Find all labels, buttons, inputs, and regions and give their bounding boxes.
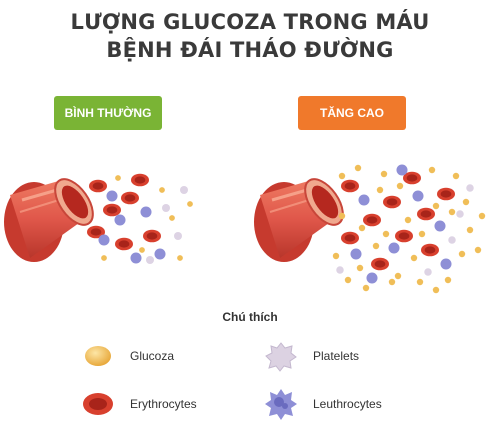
glucose [444, 276, 452, 284]
glucose [478, 212, 486, 220]
leukocyte [114, 214, 126, 226]
platelet [466, 184, 474, 192]
platelet [146, 256, 154, 264]
glucose [458, 250, 466, 258]
erythrocyte-center [374, 260, 386, 268]
glucose [428, 166, 436, 174]
leukocyte [350, 248, 362, 260]
glucose [169, 215, 175, 221]
legend-erythrocytes-label: Erythrocytes [130, 397, 197, 411]
normal-level-badge: BÌNH THƯỜNG [54, 96, 162, 130]
erythrocyte-center [386, 198, 398, 206]
leukocyte [154, 248, 166, 260]
high-level-badge: TĂNG CAO [298, 96, 406, 130]
glucose [338, 172, 346, 180]
erythrocyte-center [124, 194, 136, 202]
leukocyte [388, 242, 400, 254]
leukocyte [358, 194, 370, 206]
leukocyte [98, 234, 110, 246]
leukocyte [434, 220, 446, 232]
erythrocyte-center [366, 216, 378, 224]
glucose [376, 186, 384, 194]
leukocyte [140, 206, 152, 218]
leukocyte [396, 164, 408, 176]
title-line-2: BỆNH ĐÁI THÁO ĐƯỜNG [106, 38, 394, 62]
erythrocyte-center [134, 176, 146, 184]
glucose [410, 254, 418, 262]
title-line-1: LƯỢNG GLUCOZA TRONG MÁU [70, 10, 430, 34]
high-glucose-blood-cells [332, 164, 486, 294]
platelet [336, 266, 344, 274]
glucose [139, 247, 145, 253]
glucose [388, 278, 396, 286]
leukocyte [106, 190, 118, 202]
glucose [187, 201, 193, 207]
legend-platelets-label: Platelets [313, 349, 360, 363]
erythrocyte-center [344, 234, 356, 242]
leukocyte [366, 272, 378, 284]
legend-leukocytes-label: Leuthrocytes [313, 397, 382, 411]
glucose [372, 242, 380, 250]
glucose [432, 286, 440, 294]
normal-vessel [4, 178, 94, 262]
glucose [101, 255, 107, 261]
erythrocyte-center [344, 182, 356, 190]
leukocyte [440, 258, 452, 270]
glucose [177, 255, 183, 261]
platelet [174, 232, 182, 240]
glucose [396, 182, 404, 190]
glucose [344, 276, 352, 284]
blood-vessel-illustrations [4, 164, 486, 294]
page-title: LƯỢNG GLUCOZA TRONG MÁU BỆNH ĐÁI THÁO ĐƯ… [0, 8, 500, 64]
erythrocyte-center [90, 228, 102, 236]
glucose [362, 284, 370, 292]
glucose [354, 164, 362, 172]
high-glucose-vessel [254, 178, 344, 262]
glucose [115, 175, 121, 181]
glucose [404, 216, 412, 224]
normal-blood-cells [87, 173, 193, 264]
glucose [382, 230, 390, 238]
glucose [432, 202, 440, 210]
legend-glucose-label: Glucoza [130, 349, 175, 363]
erythrocyte-center [420, 210, 432, 218]
legend-title: Chú thích [222, 310, 278, 324]
erythrocyte-icon [83, 393, 113, 415]
platelet [162, 204, 170, 212]
leukocyte-icon [265, 389, 297, 420]
glucose-icon [85, 346, 111, 366]
erythrocyte-center [424, 246, 436, 254]
platelet [424, 268, 432, 276]
erythrocyte-center [406, 174, 418, 182]
glucose [332, 252, 340, 260]
platelet [448, 236, 456, 244]
erythrocyte-center [106, 206, 118, 214]
glucose [416, 278, 424, 286]
glucose [358, 224, 366, 232]
glucose [356, 264, 364, 272]
erythrocyte-center [398, 232, 410, 240]
glucose [462, 198, 470, 206]
erythrocyte-center [118, 240, 130, 248]
platelet [180, 186, 188, 194]
erythrocyte-center [146, 232, 158, 240]
leukocyte [130, 252, 142, 264]
glucose [418, 230, 426, 238]
glucose [394, 272, 402, 280]
platelet [456, 210, 464, 218]
platelet-icon [265, 342, 297, 372]
glucose [448, 208, 456, 216]
glucose [380, 170, 388, 178]
leukocyte [412, 190, 424, 202]
glucose [474, 246, 482, 254]
erythrocyte-center [440, 190, 452, 198]
glucose [338, 212, 346, 220]
erythrocyte-center [92, 182, 104, 190]
glucose [466, 226, 474, 234]
glucose [452, 172, 460, 180]
glucose [159, 187, 165, 193]
